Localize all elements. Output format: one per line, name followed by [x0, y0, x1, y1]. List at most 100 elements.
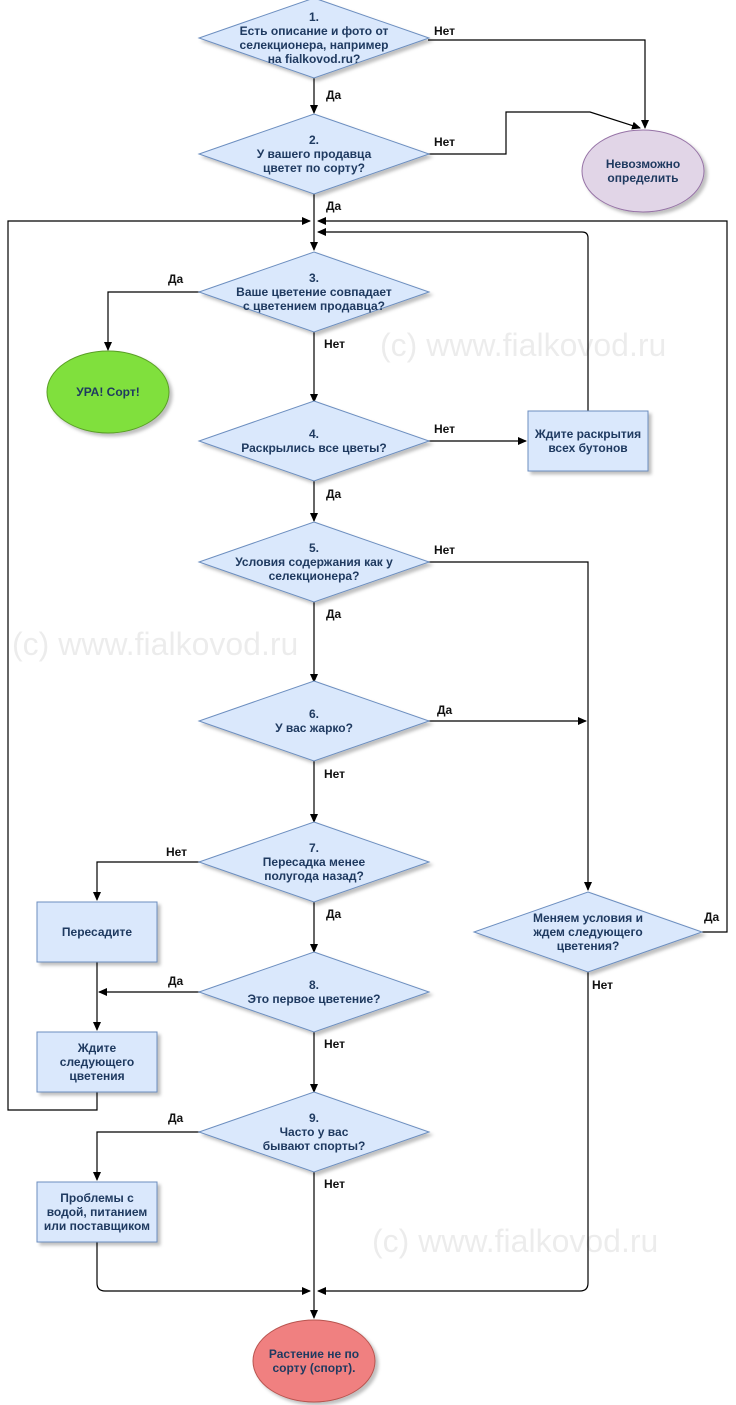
node-q6-line-1: У вас жарко?: [275, 721, 353, 735]
node-impossible-line-0: Невозможно: [606, 157, 680, 171]
label-q4-no: Нет: [434, 422, 455, 436]
node-change-conditions-shape: [472, 891, 704, 973]
node-q9-line-0: 9.: [309, 1111, 319, 1125]
node-q1-line-3: на fialkovod.ru?: [268, 52, 361, 66]
node-q4-line-1: Раскрылись все цветы?: [241, 441, 387, 455]
node-change-conditions-line-0: Меняем условия и: [533, 911, 643, 925]
node-change-conditions-line-1: ждем следующего: [532, 925, 642, 939]
node-q2-line-2: цветет по сорту?: [263, 161, 365, 175]
node-q7-line-2: полугода назад?: [264, 869, 364, 883]
node-q9-line-2: бывают спорты?: [263, 1139, 366, 1153]
label-q7-yes: Да: [326, 907, 342, 921]
node-q7-line-0: 7.: [309, 841, 319, 855]
label-q1-yes: Да: [326, 88, 342, 102]
node-problems-line-1: водой, питанием: [47, 1205, 148, 1219]
label-q8-yes: Да: [168, 974, 184, 988]
edge-q9-yes: [93, 1131, 200, 1181]
label-q6-no: Нет: [324, 767, 345, 781]
node-not-true-line-0: Растение не по: [269, 1347, 359, 1361]
label-q9-yes: Да: [168, 1111, 184, 1125]
edge-loop-left: [7, 217, 311, 1111]
node-change-conditions-line-2: цветения?: [557, 939, 620, 953]
node-q1-line-1: Есть описание и фото от: [240, 24, 389, 38]
node-wait-next-line-2: цветения: [69, 1069, 124, 1083]
label-q9-no: Нет: [324, 1177, 345, 1191]
node-q3-shape: [197, 251, 431, 333]
node-q8-line-0: 8.: [309, 978, 319, 992]
node-wait-next-line-0: Ждите: [77, 1041, 117, 1055]
edge-q3-yes: [104, 291, 200, 351]
label-q3-no: Нет: [324, 337, 345, 351]
edge-q1-no: [428, 39, 649, 129]
edge-labels: Нет Да Нет Да Да Нет Нет Да Нет Да Да Не…: [166, 24, 720, 1191]
node-q1-shape: [197, 0, 431, 79]
label-q4-yes: Да: [326, 487, 342, 501]
node-q2-shape: [197, 113, 431, 195]
label-q2-no: Нет: [434, 135, 455, 149]
node-q7-shape: [197, 821, 431, 903]
node-hooray-line-0: УРА! Сорт!: [76, 385, 139, 399]
label-q3-yes: Да: [168, 272, 184, 286]
edge-change-no: [317, 972, 589, 1295]
node-q5-line-2: селекционера?: [269, 569, 360, 583]
node-wait-buds-line-1: всех бутонов: [548, 441, 627, 455]
edge-q2-no: [428, 111, 641, 155]
node-problems-line-0: Проблемы с: [60, 1191, 134, 1205]
watermark-3: (c) www.fialkovod.ru: [372, 1223, 658, 1259]
node-q4-shape: [197, 400, 431, 482]
label-q5-yes: Да: [326, 607, 342, 621]
node-impossible-shape: [581, 129, 705, 213]
label-change-no: Нет: [592, 978, 613, 992]
node-wait-next-shape: [36, 1031, 158, 1093]
label-q1-no: Нет: [434, 24, 455, 38]
watermark-1: (c) www.fialkovod.ru: [380, 327, 666, 363]
node-wait-next-line-1: следующего: [60, 1055, 134, 1069]
edges: [7, 39, 728, 1319]
node-q5-line-0: 5.: [309, 541, 319, 555]
edge-problems-to-end: [96, 1242, 311, 1295]
node-q7-line-1: Пересадка менее: [263, 855, 366, 869]
node-q2-line-0: 2.: [309, 133, 319, 147]
node-not-true-shape: [252, 1319, 376, 1403]
node-hooray: УРА! Сорт!: [46, 350, 170, 434]
edge-q5-no: [428, 561, 592, 891]
node-q5-line-1: Условия содержания как у: [235, 555, 393, 569]
node-wait-buds-line-0: Ждите раскрытия: [534, 427, 641, 441]
node-q2-line-1: У вашего продавца: [257, 147, 372, 161]
node-repot-line-0: Пересадите: [62, 925, 133, 939]
label-q8-no: Нет: [324, 1037, 345, 1051]
node-q8-line-1: Это первое цветение?: [247, 992, 380, 1006]
node-q8: 8.Это первое цветение?: [197, 951, 431, 1033]
node-wait-buds-shape: [527, 410, 649, 472]
node-q4-line-0: 4.: [309, 427, 319, 441]
edge-wait-buds-return: [317, 228, 589, 411]
label-q5-no: Нет: [434, 543, 455, 557]
node-problems-shape: [36, 1181, 158, 1243]
node-impossible-line-1: определить: [607, 171, 678, 185]
edge-q7-no: [93, 861, 200, 901]
node-q6-line-0: 6.: [309, 707, 319, 721]
label-q7-no: Нет: [166, 845, 187, 859]
node-problems-line-2: или поставщиком: [44, 1219, 150, 1233]
node-hooray-shape: [46, 350, 170, 434]
edge-loop-right: [317, 217, 728, 933]
node-q1-line-0: 1.: [309, 10, 319, 24]
node-repot: Пересадите: [36, 901, 158, 963]
node-q8-shape: [197, 951, 431, 1033]
node-q9-shape: [197, 1091, 431, 1173]
node-q1-line-2: селекционера, например: [240, 38, 389, 52]
node-q3-line-1: Ваше цветение совпадает: [236, 285, 392, 299]
